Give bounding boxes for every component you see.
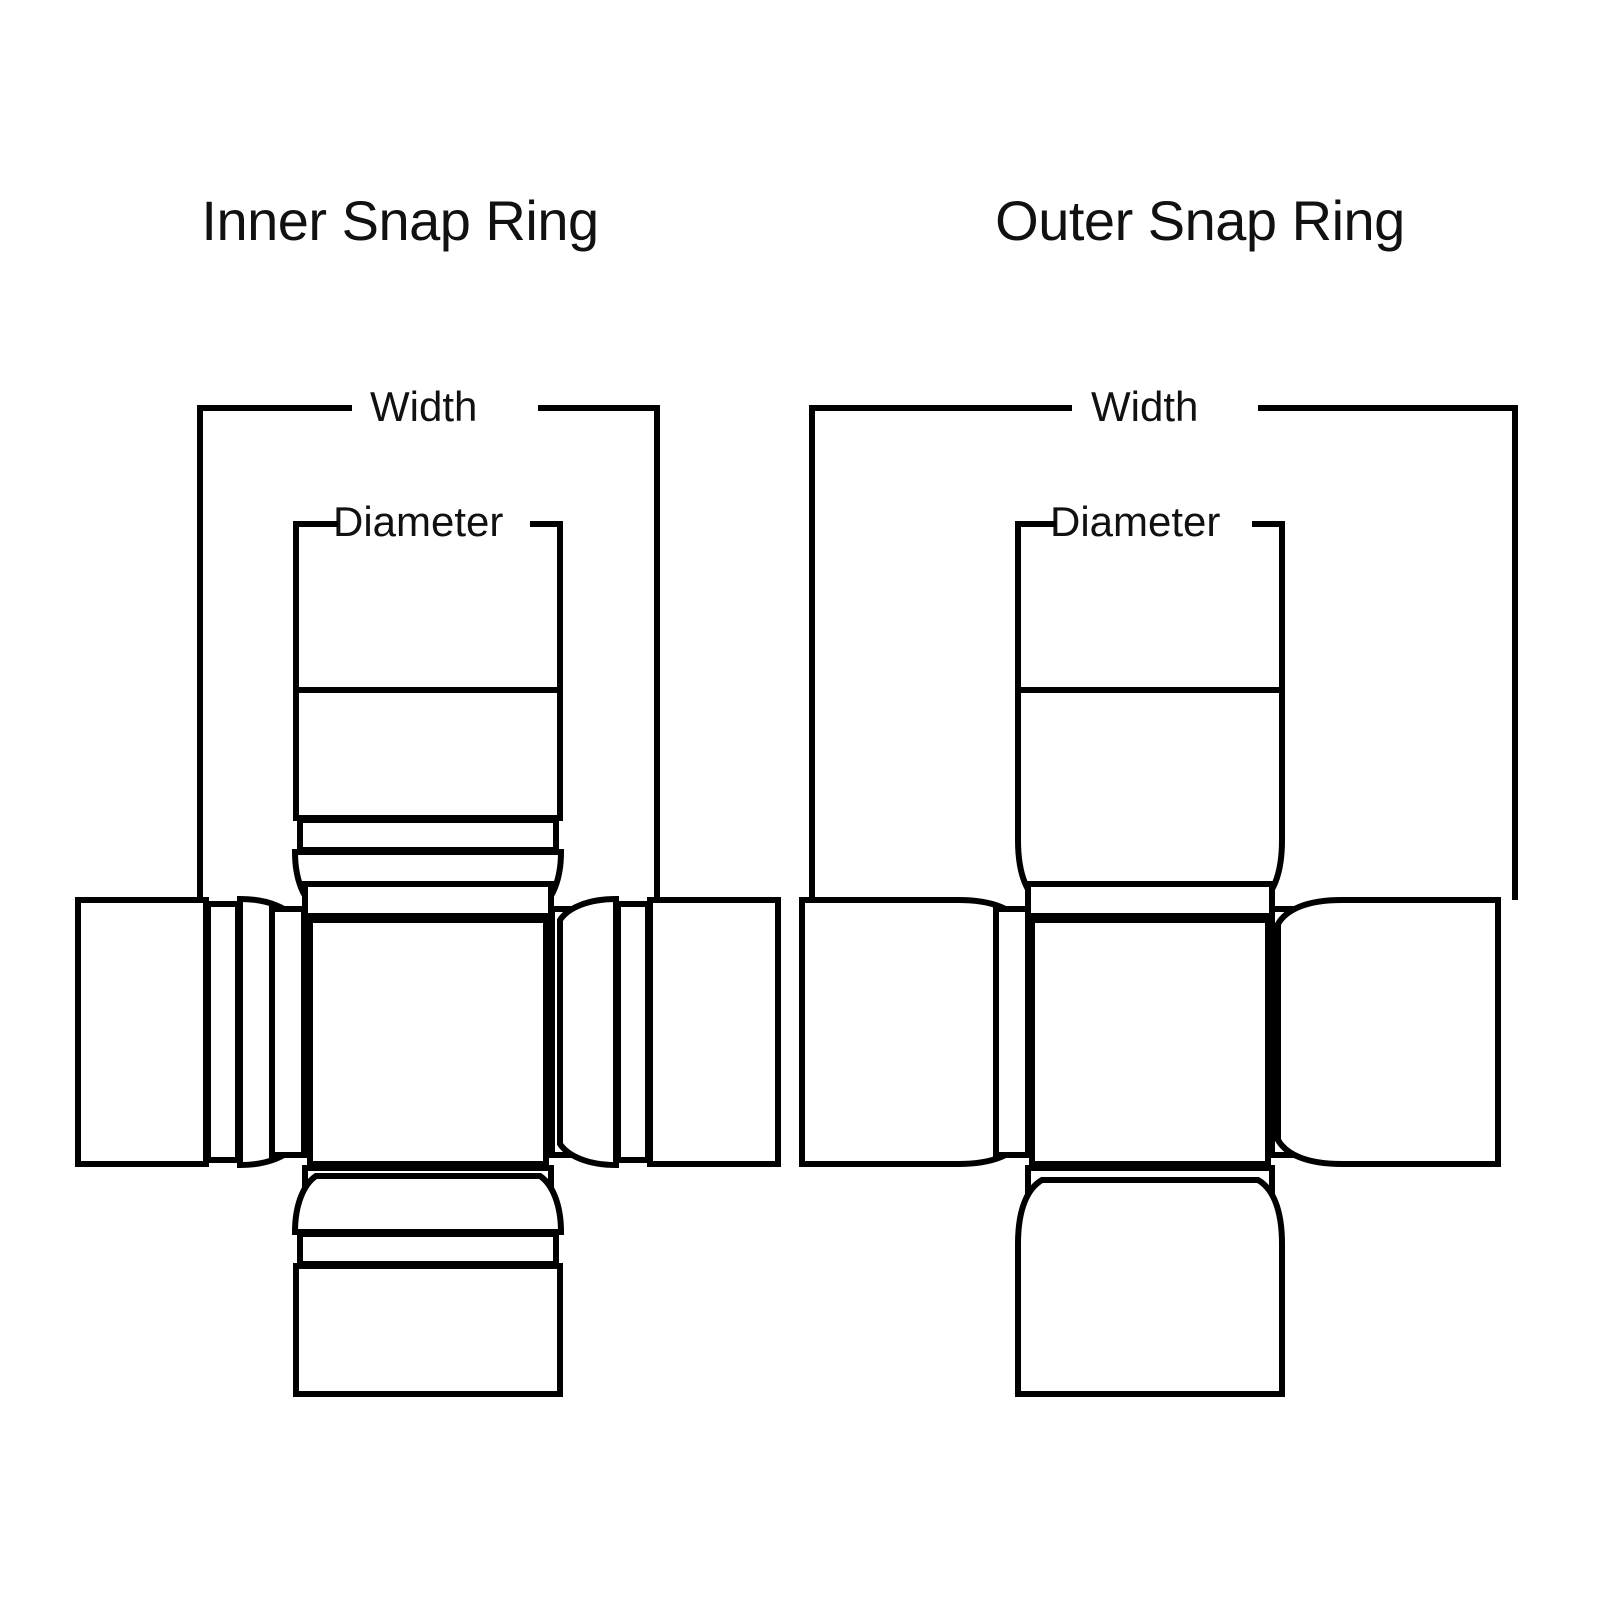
left-bearing-cap-outer bbox=[799, 897, 1025, 1167]
dimension-label-diameter-outer: Diameter bbox=[1042, 498, 1229, 546]
diagram-title-inner: Inner Snap Ring bbox=[201, 189, 599, 252]
right-bearing-cap-outer bbox=[1275, 897, 1501, 1167]
top-bearing-cap-inner bbox=[293, 687, 563, 821]
right-shoulder-inner bbox=[557, 895, 619, 1169]
center-cross-body-inner bbox=[307, 917, 549, 1167]
bottom-bearing-cap-outer bbox=[1015, 1177, 1285, 1397]
left-bearing-cap-inner bbox=[75, 897, 209, 1167]
bottom-bearing-cap-inner bbox=[293, 1263, 563, 1397]
left-snap-ring-band-outer bbox=[993, 906, 1031, 1158]
top-snap-ring-band-inner bbox=[297, 817, 559, 853]
width-dimension-bracket-inner bbox=[197, 405, 660, 900]
dimension-label-width-inner: Width bbox=[362, 383, 486, 431]
bottom-snap-ring-band-inner bbox=[297, 1231, 559, 1267]
outer-snap-ring-drawing bbox=[799, 405, 1518, 1397]
dimension-label-diameter-inner: Diameter bbox=[325, 498, 512, 546]
center-cross-body-outer bbox=[1029, 917, 1271, 1167]
diameter-dimension-bracket-inner bbox=[293, 521, 563, 688]
top-snap-ring-band-outer bbox=[1025, 881, 1275, 919]
top-inner-collar-inner bbox=[302, 881, 554, 919]
diagram-title-outer: Outer Snap Ring bbox=[995, 189, 1405, 252]
left-inner-collar-inner bbox=[269, 906, 307, 1158]
right-bearing-cap-inner bbox=[647, 897, 781, 1167]
diameter-dimension-bracket-outer bbox=[1015, 521, 1285, 688]
dimension-label-width-outer: Width bbox=[1083, 383, 1207, 431]
bottom-shoulder-inner bbox=[291, 1173, 565, 1235]
top-bearing-cap-outer bbox=[1015, 687, 1285, 907]
inner-snap-ring-drawing bbox=[75, 405, 781, 1397]
left-snap-ring-band-inner bbox=[205, 901, 241, 1163]
width-dimension-bracket-outer bbox=[809, 405, 1518, 900]
right-snap-ring-band-inner bbox=[615, 901, 651, 1163]
